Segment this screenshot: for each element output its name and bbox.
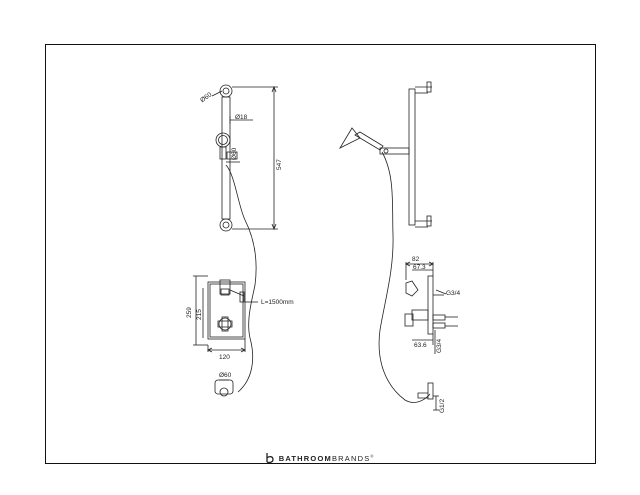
dim-valve-width: 120: [219, 354, 230, 361]
front-hose: [225, 164, 257, 393]
dim-side-thread: G3/4: [436, 339, 443, 353]
dim-side-depth-inner: 67.3: [413, 264, 426, 271]
dim-outlet-thread: G1/2: [439, 399, 446, 413]
side-valve-plate: [427, 275, 434, 335]
brand-footer: BATHROOMBRANDS®: [0, 452, 640, 464]
brand-logo-icon: [266, 453, 275, 464]
front-rail-assembly: [211, 84, 278, 393]
dim-valve-inner: 215: [196, 309, 203, 320]
dim-hose-length: L=1500mm: [261, 299, 294, 306]
dim-side-depth: 82: [412, 256, 420, 263]
dim-holder-dia: Ø60: [231, 147, 238, 160]
dim-rail-dia: Ø18: [235, 114, 248, 121]
dim-inlet-thread: G3/4: [446, 290, 460, 297]
side-riser-rail: [408, 88, 416, 226]
side-rail-assembly: [338, 81, 432, 403]
dim-rail-height: 547: [276, 159, 283, 170]
front-valve: [193, 275, 258, 353]
front-outlet-elbow: [214, 379, 234, 397]
side-outlet: [417, 382, 439, 411]
temperature-handle: [218, 317, 232, 331]
dim-side-min: 63.6: [414, 342, 427, 349]
side-hose: [378, 151, 431, 403]
side-diverter-handle: [405, 280, 419, 297]
diverter-handle: [219, 279, 231, 295]
valve-plate: [207, 281, 246, 340]
slider-holder: [226, 151, 238, 160]
drawing-border: [45, 44, 596, 464]
dim-valve-height: 259: [186, 307, 193, 318]
front-handset-handle: [219, 146, 227, 160]
side-shower-head: [338, 127, 361, 149]
brand-name: BATHROOMBRANDS®: [278, 453, 375, 463]
side-handset-handle: [354, 131, 384, 151]
dim-wall-bracket: Ø60: [199, 91, 213, 104]
bottom-wall-bracket: [219, 218, 233, 232]
side-valve: [404, 261, 458, 354]
dim-outlet-dia: Ø60: [219, 372, 232, 379]
side-slider-holder: [379, 147, 410, 155]
